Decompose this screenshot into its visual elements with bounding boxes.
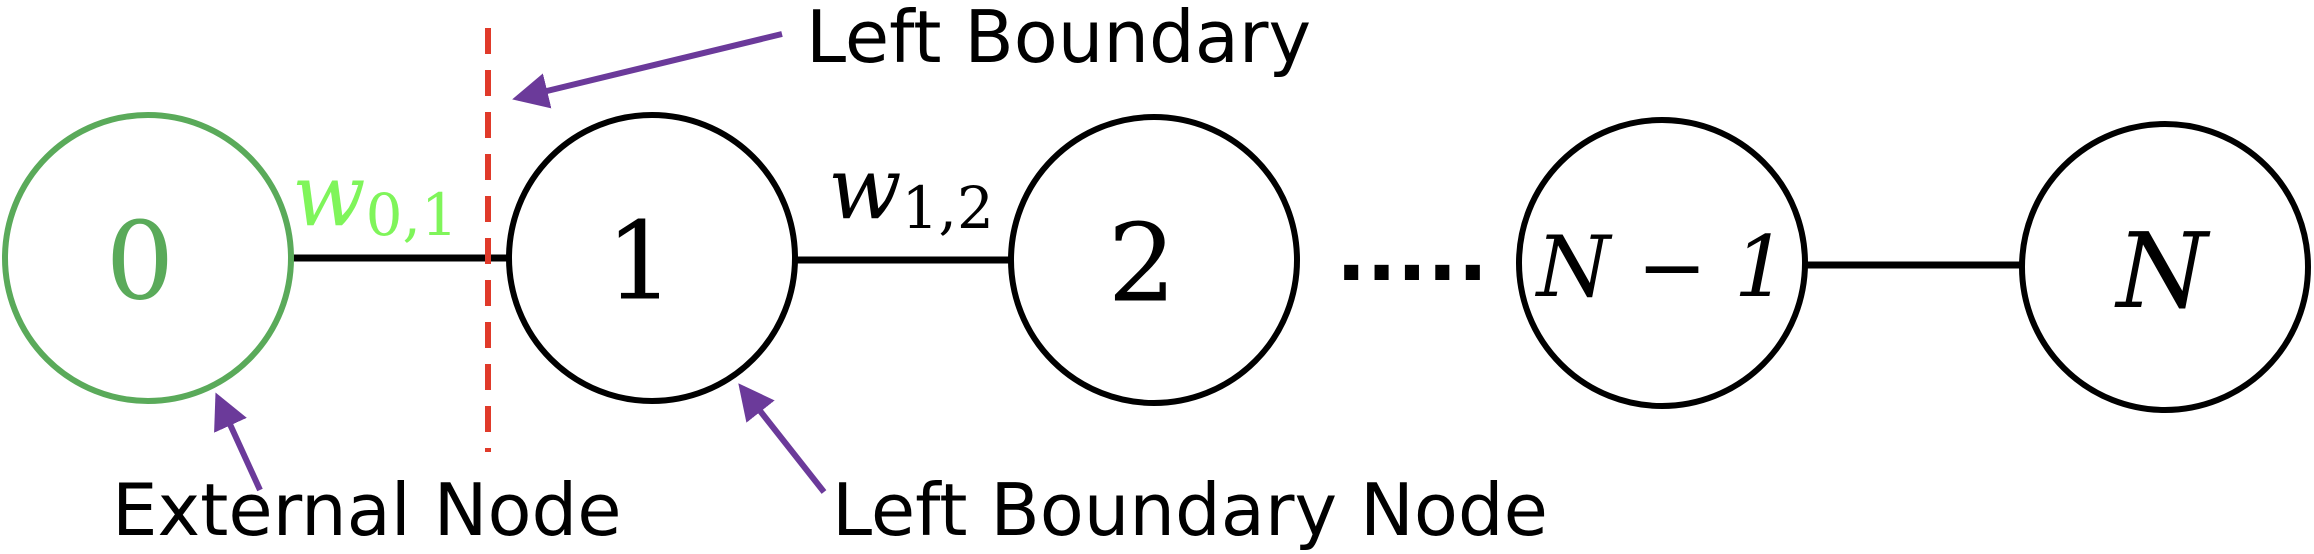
external-node-circle [2,112,294,404]
left-boundary-node-annotation: Left Boundary Node [832,468,1548,552]
external-node: 0 [2,112,294,404]
node-1-label: 1 [606,200,675,325]
weight-w01-symbol: w [292,146,366,246]
node-n-minus-1: N − 1 [1516,117,1808,409]
node-n-minus-1-label: N − 1 [1535,218,1788,316]
arrow-left-boundary [512,31,783,109]
node-2-circle [1008,114,1300,406]
weight-w12-subscript: 1,2 [902,174,994,242]
weight-w01: w0,1 [292,146,458,249]
arrow-external-node [214,392,263,492]
external-node-label: 0 [106,200,175,325]
node-2-label: 2 [1108,202,1177,327]
node-n: N [2019,121,2311,413]
ellipsis: ..... [1336,206,1488,299]
weight-w12: w1,2 [828,139,994,242]
external-node-annotation: External Node [112,468,622,552]
node-2: 2 [1008,114,1300,406]
weight-w12-symbol: w [828,139,902,239]
weight-w01-subscript: 0,1 [366,181,458,249]
node-1-circle [506,112,798,404]
node-n-label: N [2114,210,2211,332]
node-n-circle [2019,121,2311,413]
arrow-left-boundary-node [738,383,827,494]
node-n-minus-1-circle [1516,117,1808,409]
node-1: 1 [506,112,798,404]
left-boundary-label: Left Boundary [806,0,1311,79]
